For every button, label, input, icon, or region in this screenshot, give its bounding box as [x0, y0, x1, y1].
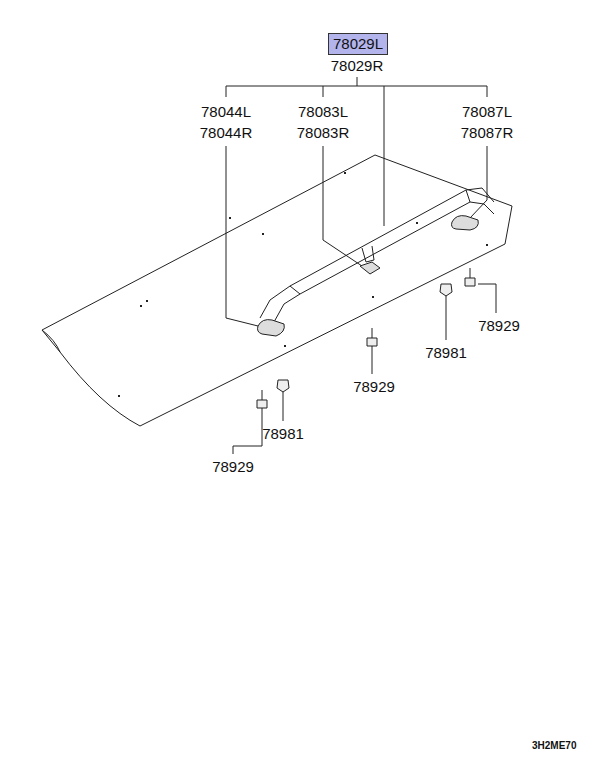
nut: [440, 284, 452, 296]
rail-pad: [452, 216, 479, 230]
diagram-code: 3H2ME70: [532, 740, 576, 752]
part-number: 78981: [262, 425, 304, 443]
part-number: 78029L: [333, 35, 383, 53]
roof-edge: [42, 330, 60, 352]
part-number: 78083L: [298, 103, 348, 121]
rail-pad: [258, 320, 285, 336]
leader-line: [478, 284, 496, 313]
part-number: 78044R: [200, 124, 253, 142]
panel-holes: [118, 172, 488, 397]
part-number: 78981: [425, 344, 467, 362]
part-number: 78029R: [331, 57, 384, 75]
rail-pad: [360, 262, 380, 274]
part-number: 78044L: [201, 103, 251, 121]
leader-line: [446, 296, 447, 340]
part-number: 78087R: [461, 124, 514, 142]
leader-line: [226, 146, 258, 326]
part-number: 78087L: [462, 103, 512, 121]
leader-line: [233, 408, 262, 454]
roof-rail: [274, 202, 494, 322]
part-number: 78929: [478, 317, 520, 335]
nut: [277, 380, 289, 392]
leader-line: [283, 392, 284, 421]
bracket: [226, 77, 487, 97]
leader-line: [323, 146, 362, 266]
highlighted-part-number: 78029L: [328, 33, 388, 55]
bolt: [465, 268, 475, 286]
part-number: 78929: [353, 378, 395, 396]
bolt: [367, 328, 377, 346]
bolt: [257, 390, 267, 408]
roof-panel: [42, 155, 512, 426]
roof-rail: [290, 190, 470, 294]
leader-line: [384, 97, 385, 226]
part-number: 78083R: [297, 124, 350, 142]
leader-line: [372, 346, 373, 374]
part-number: 78929: [212, 458, 254, 476]
leader-line: [470, 146, 487, 218]
